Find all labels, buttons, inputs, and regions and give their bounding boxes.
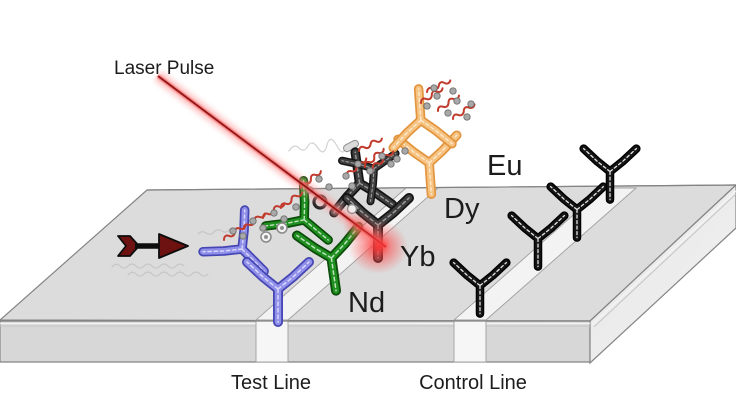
test-line-label: Test Line	[231, 372, 311, 394]
flow-squiggle	[197, 228, 231, 235]
lanthanide-label-nd: Nd	[348, 287, 385, 319]
side-laminate-line	[591, 190, 736, 326]
flow-squiggle	[127, 271, 209, 277]
strip-back-edge	[146, 184, 736, 191]
laser-impact-glow	[348, 220, 408, 274]
laser-beam	[153, 69, 408, 274]
flow-squiggle	[288, 138, 347, 153]
analyte-squiggle	[424, 77, 453, 94]
assay-strip	[0, 184, 736, 365]
binding-ring-dot	[280, 226, 284, 230]
antibody-orange-inverted	[389, 86, 452, 148]
control-line-stripe-top	[452, 187, 638, 321]
lanthanide-label-eu: Eu	[487, 150, 522, 182]
labels: Laser Pulse Eu Dy Yb Nd Test Line Contro…	[114, 58, 527, 394]
lanthanide-label-dy: Dy	[444, 193, 480, 225]
test-line-stripe-front	[255, 320, 289, 363]
strip-right-face	[589, 184, 736, 365]
control-line-stripe-front	[453, 320, 487, 363]
control-line-label: Control Line	[419, 372, 527, 394]
flow-squiggle	[111, 263, 185, 269]
laser-pulse-label: Laser Pulse	[114, 58, 214, 79]
lanthanide-label-yb: Yb	[400, 241, 435, 273]
flow-trace-squiggles	[111, 138, 347, 277]
side-laminate-line2	[593, 193, 736, 328]
arrow-tail-chevron	[117, 235, 140, 257]
arrow-head	[158, 233, 189, 259]
binding-ring-dot	[264, 235, 268, 239]
strip-front-face	[0, 320, 591, 363]
analyte-squiggle	[356, 135, 385, 153]
flow-direction-arrow	[117, 233, 189, 259]
